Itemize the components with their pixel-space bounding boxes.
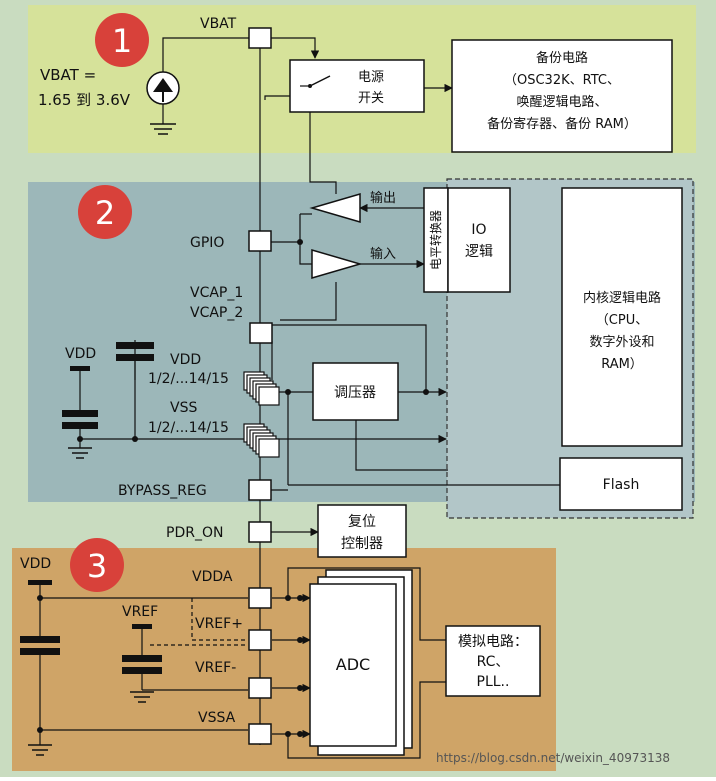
badge-3: 3 xyxy=(70,538,124,592)
badge-1: 1 xyxy=(95,13,149,67)
backup-line-3: 唤醒逻辑电路、 xyxy=(516,94,607,110)
backup-circuit-block: 备份电路 （OSC32K、RTC、 唤醒逻辑电路、 备份寄存器、备份 RAM） xyxy=(451,39,673,153)
pin-label-vss-numbers: 1/2/...14/15 xyxy=(148,420,229,436)
backup-line-4: 备份寄存器、备份 RAM） xyxy=(487,116,637,132)
pin-label-vss: VSS xyxy=(170,400,197,416)
input-label: 输入 xyxy=(370,246,396,262)
pin-label-vref-minus: VREF- xyxy=(195,660,236,676)
pin-label-pdr-on: PDR_ON xyxy=(166,525,223,541)
analog-line-3: PLL.. xyxy=(477,674,510,690)
analog-circuit-block: 模拟电路： RC、 PLL.. xyxy=(445,625,541,697)
ground-icon xyxy=(150,123,176,135)
dashed-links xyxy=(150,598,248,646)
battery-source-icon xyxy=(146,71,180,105)
backup-line-1: 备份电路 xyxy=(536,50,588,66)
vref-cap-label: VREF xyxy=(122,604,158,620)
io-logic-line-1: IO xyxy=(471,222,486,238)
pin-label-vcap2: VCAP_2 xyxy=(190,305,243,321)
pin-label-bypass-reg: BYPASS_REG xyxy=(118,483,207,499)
output-buffer-icon xyxy=(309,193,361,223)
io-logic-line-2: 逻辑 xyxy=(465,244,493,260)
flash-block: Flash xyxy=(559,457,683,511)
pin-label-gpio: GPIO xyxy=(190,235,224,251)
badge-3-label: 3 xyxy=(87,547,107,585)
pin-label-vcap1: VCAP_1 xyxy=(190,285,243,301)
pin-squares xyxy=(248,27,273,543)
reset-line-2: 控制器 xyxy=(341,536,383,552)
core-logic-line-4: RAM） xyxy=(601,357,643,372)
reset-controller-block: 复位 控制器 xyxy=(317,504,407,558)
watermark: https://blog.csdn.net/weixin_40973138 xyxy=(436,751,670,765)
level-shifter-block: 电平转换器 xyxy=(423,187,449,293)
regulator-label: 调压器 xyxy=(334,385,376,401)
vbat-range-line-1: VBAT = xyxy=(40,66,96,84)
flash-label: Flash xyxy=(603,477,640,493)
vbat-range-line-2: 1.65 到 3.6V xyxy=(38,91,131,109)
level-shifter-label: 电平转换器 xyxy=(428,210,443,270)
ground-icon xyxy=(130,691,154,703)
vdd-bottom-supply-icon xyxy=(20,580,60,655)
adc-block xyxy=(309,569,413,756)
badge-1-label: 1 xyxy=(112,22,132,60)
analog-line-2: RC、 xyxy=(477,654,510,670)
vdd-left-label: VDD xyxy=(65,346,96,362)
pin-label-vdd-numbers: 1/2/...14/15 xyxy=(148,371,229,387)
output-label: 输出 xyxy=(370,190,396,206)
io-logic-block: IO 逻辑 xyxy=(447,187,511,293)
core-logic-line-1: 内核逻辑电路 xyxy=(583,290,661,306)
analog-pin-squares xyxy=(248,587,272,745)
core-logic-line-2: （CPU、 xyxy=(596,313,648,328)
junction-dots xyxy=(37,239,429,737)
pin-label-vbat: VBAT xyxy=(200,16,237,32)
vdd-left-supply-icon xyxy=(62,366,98,429)
ground-icon xyxy=(28,744,52,756)
pin-label-vdda: VDDA xyxy=(192,569,233,585)
backup-line-2: （OSC32K、RTC、 xyxy=(504,73,620,88)
vdd-pin-stack xyxy=(243,371,280,406)
power-switch-label-2: 开关 xyxy=(358,91,384,106)
vss-pin-stack xyxy=(243,423,280,458)
regulator-block: 调压器 xyxy=(312,362,399,421)
vref-supply-icon xyxy=(122,624,162,674)
power-switch-label-1: 电源 xyxy=(358,70,384,85)
power-switch-block: 电源 开关 xyxy=(289,59,425,113)
input-buffer-icon xyxy=(311,249,363,279)
pin-label-vdd: VDD xyxy=(170,352,201,368)
core-logic-block: 内核逻辑电路 （CPU、 数字外设和 RAM） xyxy=(561,187,683,447)
pin-label-vref-plus: VREF+ xyxy=(195,616,243,632)
ground-icon xyxy=(68,447,92,459)
core-logic-line-3: 数字外设和 xyxy=(589,335,654,350)
analog-line-1: 模拟电路： xyxy=(458,634,528,650)
reset-line-1: 复位 xyxy=(348,513,376,530)
badge-2-label: 2 xyxy=(95,194,115,232)
adc-label: ADC xyxy=(336,655,370,674)
pin-label-vssa: VSSA xyxy=(198,710,236,726)
badge-2: 2 xyxy=(78,185,132,239)
vcap-capacitor-icon xyxy=(116,342,154,361)
vdd-bottom-label: VDD xyxy=(20,556,51,572)
